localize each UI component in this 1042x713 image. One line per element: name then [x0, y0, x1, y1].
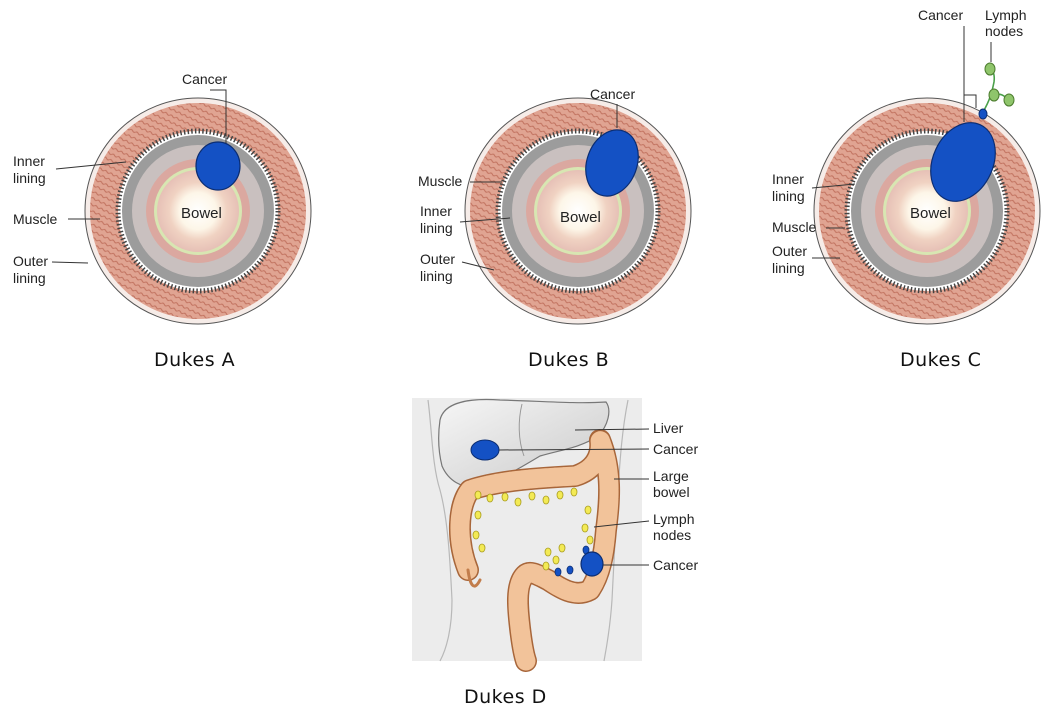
outer-lining-label-a: Outer lining	[13, 253, 52, 286]
muscle-label-b: Muscle	[418, 173, 463, 189]
outer-lining-label-c: Outer lining	[772, 243, 811, 276]
caption-dukes-b: Dukes B	[528, 349, 609, 371]
caption-dukes-c: Dukes C	[900, 349, 981, 371]
cancer-label-c: Cancer	[918, 7, 963, 23]
liver-label-d: Liver	[653, 420, 684, 436]
lymph-nodes-label-c: Lymph nodes	[985, 7, 1030, 39]
lymph-nodes-c	[979, 63, 1014, 119]
caption-dukes-a: Dukes A	[154, 349, 235, 371]
panel-dukes-a: Bowel Cancer Inner lining Muscle Outer l…	[13, 71, 311, 371]
muscle-label-c: Muscle	[772, 219, 817, 235]
abdomen-illustration	[412, 398, 642, 661]
inner-lining-label-b: Inner lining	[420, 203, 456, 236]
bowel-cancer-label-d: Cancer	[653, 557, 698, 573]
large-bowel-label-d: Large bowel	[653, 468, 693, 500]
bowel-cancer-tumor	[581, 552, 603, 576]
caption-dukes-d: Dukes D	[464, 686, 547, 708]
lymph-nodes-label-d: Lymph nodes	[653, 511, 698, 543]
panel-dukes-b: Bowel Cancer Muscle Inner lining Outer l…	[418, 86, 691, 371]
outer-lining-label-b: Outer lining	[420, 251, 459, 284]
liver-cancer-label-d: Cancer	[653, 441, 698, 457]
bowel-label-a: Bowel	[181, 205, 222, 222]
panel-dukes-c: Bowel Cancer Lymph nodes Inner lining Mu…	[772, 7, 1040, 371]
cancer-tumor-a	[196, 142, 240, 190]
cancer-label-a: Cancer	[182, 71, 227, 87]
muscle-label-a: Muscle	[13, 211, 58, 227]
bowel-label-b: Bowel	[560, 209, 601, 226]
liver-cancer-tumor	[471, 440, 499, 460]
bowel-label-c: Bowel	[910, 205, 951, 222]
inner-lining-label-a: Inner lining	[13, 153, 49, 186]
panel-dukes-d: Liver Cancer Large bowel Lymph nodes Can…	[412, 398, 698, 708]
cancer-label-b: Cancer	[590, 86, 635, 102]
inner-lining-label-c: Inner lining	[772, 171, 808, 204]
